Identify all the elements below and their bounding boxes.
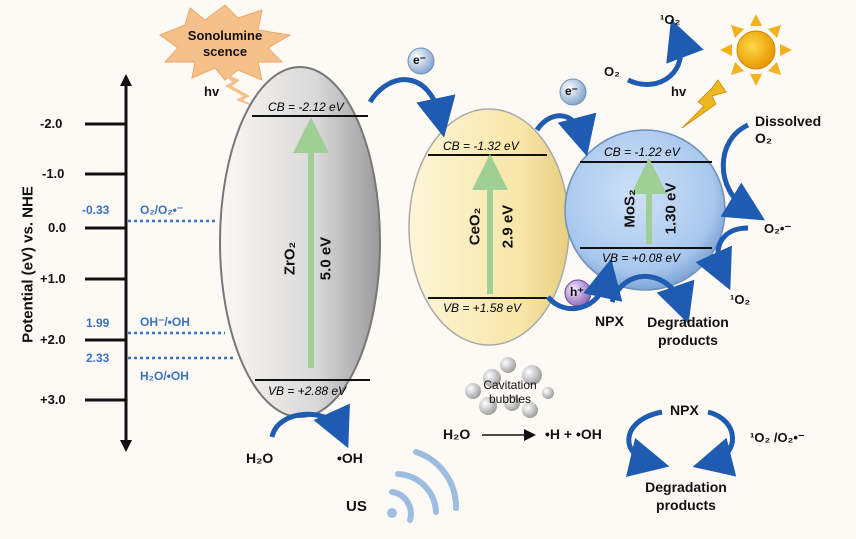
arrow-cycle-left [625,409,670,477]
mos2-cb-label: CB = -1.22 eV [604,145,680,159]
deg-mid-line-1: Degradation [647,314,729,330]
zro2-ellipse [219,66,381,418]
redox-couple: O₂/O₂•⁻ [140,203,184,217]
zro2-name: ZrO₂ [281,241,299,276]
electron-label-2: e⁻ [565,84,579,98]
us-label: US [346,498,367,515]
degradation-label-mid: Degradation products [640,313,736,349]
dissolved-line-1: Dissolved [755,113,822,129]
lightning-right [681,79,727,129]
superoxide-label: O₂•⁻ [764,221,792,236]
deg-cycle-line-1: Degradation [645,479,727,495]
arrow-h2o-oh [269,403,350,449]
transfer-arrows [269,19,766,477]
hv-label-right: hv [671,84,687,99]
arrow-superoxide-singlet [695,225,749,291]
arrow-npx-degradation [609,274,695,324]
ceo2-name: CeO₂ [466,207,484,246]
sonoluminescence-label: Sonolumine scence [180,28,270,60]
electron-particle-1 [407,47,435,75]
cavitation-label: Cavitation bubbles [474,378,546,406]
sono-line-2: scence [202,44,248,59]
singlet-o2-top: ¹O₂ [660,12,681,27]
h2o-cavitation: H₂O [443,426,471,442]
dissolved-line-2: O₂ [755,130,773,146]
axis-arrow-up [120,74,132,86]
mos2-name: MoS₂ [621,189,639,228]
sono-line-1: Sonolumine [187,28,263,43]
arrow-zro2-to-ceo2 [367,77,456,138]
cycle-reactants: ¹O₂ /O₂•⁻ [750,430,805,445]
ultrasound-icon [387,449,460,523]
tick-label: -2.0 [40,116,63,131]
tick-label: +2.0 [40,332,66,347]
singlet-o2-right: ¹O₂ [730,292,751,307]
h2o-label-left: H₂O [246,450,274,466]
mos2-vb-label: VB = +0.08 eV [602,251,681,265]
oh-label-left: •OH [337,450,363,466]
hv-label-left: hv [204,84,220,99]
degradation-label-cycle: Degradation products [638,478,734,514]
cavitation-bubbles [465,357,554,418]
deg-mid-line-2: products [658,332,718,348]
axis-label: Potential (eV) vs. NHE [19,186,37,343]
npx-label-cycle: NPX [670,402,699,418]
ceo2-vb-label: VB = +1.58 eV [443,301,522,315]
zro2-cb-label: CB = -2.12 eV [268,100,344,114]
cavitation-products: •H + •OH [545,426,602,442]
dissolved-o2-label: Dissolved O₂ [755,113,821,147]
sun-icon [720,14,792,86]
arrow-ceo2-to-mos2 [534,112,597,157]
o2-label: O₂ [604,64,620,79]
arrow-o2-singlet [626,19,704,87]
ceo2-cb-label: CB = -1.32 eV [443,139,519,153]
redox-couple: H₂O/•OH [140,369,189,383]
ceo2-gap: 2.9 eV [499,204,517,249]
redox-couple: OH⁻/•OH [140,315,190,329]
redox-lines [128,219,235,360]
arrow-hole-transfer [546,258,623,312]
hole-label: h⁺ [570,285,584,299]
tick-label: +3.0 [40,392,66,407]
electron-particle-2 [559,78,587,106]
npx-label-mid: NPX [595,313,624,329]
sonoluminescence-burst [158,4,292,81]
zro2-gap: 5.0 eV [317,236,335,281]
arrow-dissolved-o2 [720,122,766,221]
electron-label-1: e⁻ [413,53,427,67]
axis-ticks [85,122,126,402]
mos2-gap: 1.30 eV [662,182,680,235]
redox-value: 2.33 [86,351,110,365]
deg-cycle-line-2: products [656,497,716,513]
cavitation-line-2: bubbles [488,392,532,406]
tick-label: +1.0 [40,271,66,286]
axis-arrow-down [120,440,132,452]
cavitation-line-1: Cavitation [483,378,537,392]
tick-label: 0.0 [48,220,67,235]
redox-value: -0.33 [82,203,110,217]
redox-value: 1.99 [86,316,110,330]
tick-label: -1.0 [42,166,65,181]
zro2-vb-label: VB = +2.88 eV [268,384,347,398]
lightning-left [222,72,262,110]
arrow-cycle-right [692,409,737,477]
